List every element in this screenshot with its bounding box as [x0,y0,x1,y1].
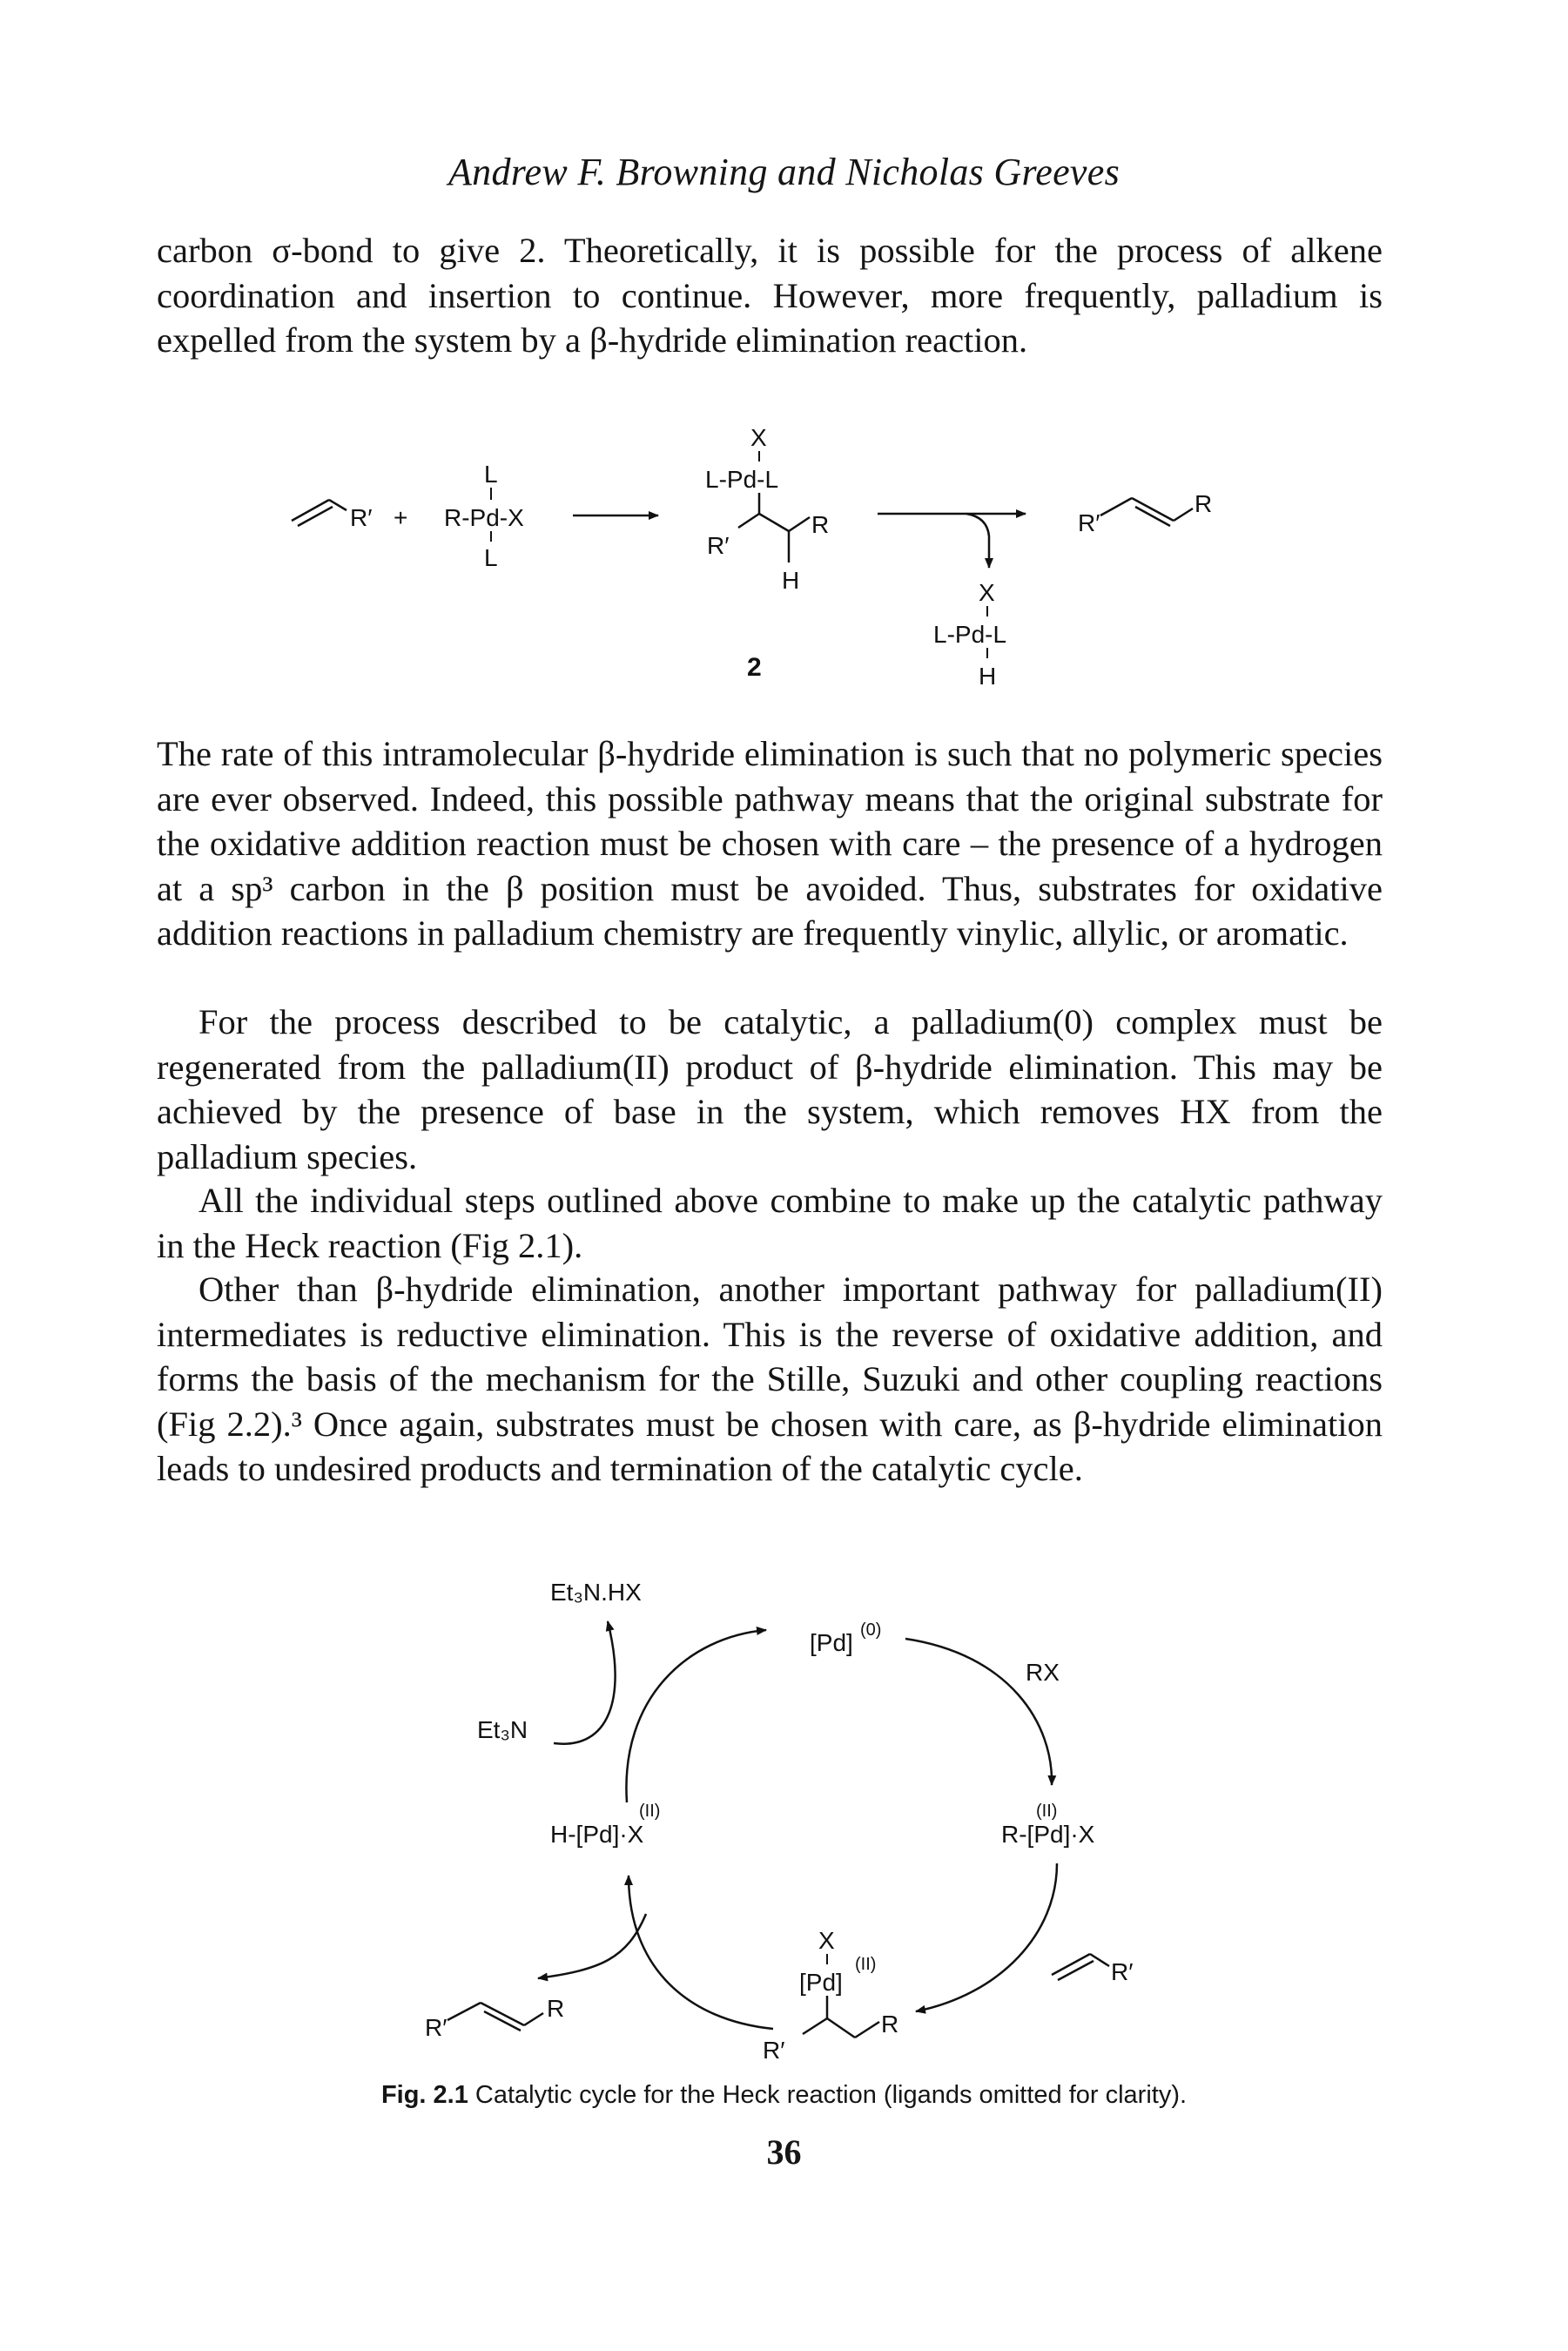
rpdx-label: R-[Pd]·X [1001,1821,1095,1848]
pd0-label: [Pd] [810,1629,853,1656]
alkene-reactant [291,498,347,528]
intermediate-h: H [782,567,799,594]
byproduct-x: X [979,579,995,606]
paragraph-4-text: All the individual steps outlined above … [157,1181,1383,1265]
paragraph-3-text: For the process described to be catalyti… [157,1002,1383,1176]
pd-ligand-top: L [484,461,498,488]
figure-label: Fig. 2.1 [380,2081,468,2109]
paragraph-3: For the process described to be catalyti… [157,1000,1383,1179]
byproduct-h: H [979,663,996,690]
intermediate-skeleton [737,493,811,562]
rpdx-oxidation-state: (II) [1036,1802,1057,1821]
base-arrow [553,1620,616,1745]
product-alkene [1100,496,1194,528]
pd0-oxidation-state: (0) [860,1620,881,1640]
page-number: 36 [766,2132,802,2172]
hpdx-oxidation-state: (II) [639,1802,660,1821]
plus-sign: + [394,504,407,531]
paragraph-4: All the individual steps outlined above … [157,1178,1383,1268]
pd-ligand-bottom: L [484,544,498,571]
cycle-arc-regeneration [625,1627,767,1803]
byproduct-pd-row: L-Pd-L [933,621,1006,648]
elimination-arrow [878,509,1026,569]
product-release-arrow [537,1913,648,1982]
cycle-product-r-left: R′ [425,2014,447,2041]
intermediate-x: X [750,424,767,451]
alkyl-pd-x: X [818,1927,835,1954]
alkyl-pd-r-left: R′ [763,2037,784,2064]
cycle-product-r-right: R [547,1995,564,2022]
alkene-substituent: R′ [350,504,372,531]
rx-label: RX [1026,1659,1060,1686]
running-head: Andrew F. Browning and Nicholas Greeves [448,151,1120,193]
cycle-arc-elimination [624,1875,774,2031]
alkyl-pd-skeleton [802,1996,880,2039]
compound-number-2: 2 [747,653,762,682]
paragraph-1: carbon σ-bond to give 2. Theoretically, … [157,231,1383,360]
cycle-product-alkene [447,2001,544,2032]
alkyl-pd-label: [Pd] [799,1969,843,1996]
et3n-label: Et₃N [477,1716,528,1743]
pd-complex-row: R-Pd-X [444,504,524,531]
intermediate-r-right: R [811,511,829,538]
et3n-hx-label: Et₃N.HX [550,1579,642,1606]
figure-caption: Fig. 2.1 Catalytic cycle for the Heck re… [0,2081,1568,2110]
cycle-arc-oxidative-addition [905,1637,1057,1786]
alkyl-pd-r-right: R [881,2011,898,2038]
product-r-right: R [1195,490,1212,517]
cycle-alkene [1051,1952,1110,1982]
product-r-left: R′ [1078,509,1100,536]
figure-caption-text: Catalytic cycle for the Heck reaction (l… [474,2081,1188,2109]
paragraph-2: The rate of this intramolecular β-hydrid… [157,734,1383,953]
intermediate-pd-row: L-Pd-L [705,466,778,493]
intermediate-r-left: R′ [707,532,729,559]
cycle-arc-insertion [915,1863,1059,2014]
hpdx-label: H-[Pd]·X [550,1821,644,1848]
paragraph-5: Other than β-hydride elimination, anothe… [157,1267,1383,1492]
alkyl-pd-oxidation-state: (II) [855,1955,876,1974]
paragraph-5-text: Other than β-hydride elimination, anothe… [157,1270,1383,1488]
cycle-alkene-substituent: R′ [1111,1958,1133,1985]
